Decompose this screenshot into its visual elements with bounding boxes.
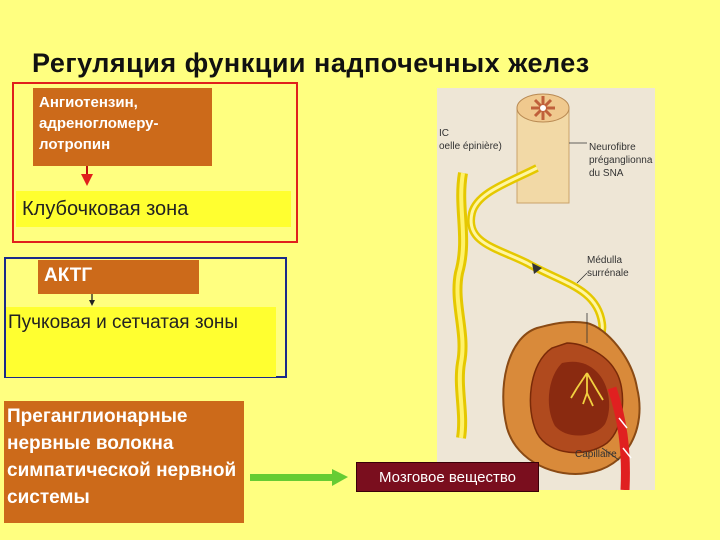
arrow-fibers-to-medulla [250, 469, 348, 486]
page-title: Регуляция функции надпочечных желез [32, 48, 590, 78]
acth-box: АКТГ [38, 260, 199, 294]
arrow-acth-to-fasciculata [89, 294, 95, 306]
arrow-angiotensin-to-glomerular [81, 166, 93, 186]
adrenal-gland [502, 320, 641, 475]
label-medulla-2: surrénale [587, 268, 629, 279]
angiotensin-box: Ангиотензин, адреногломеру-лотропин [33, 88, 212, 166]
capillary [607, 386, 630, 491]
glomerular-frame [12, 82, 298, 243]
label-capillary: Capillaire [575, 449, 617, 460]
fasciculata-zone-box: Пучковая и сетчатая зоны [6, 307, 276, 377]
adrenal-illustration: IC oelle épinière) Neurofibre préganglio… [437, 88, 655, 491]
label-medulla-1: Médulla [587, 255, 622, 266]
spinal-cord-section [516, 93, 570, 204]
medulla-box: Мозговое вещество [356, 462, 539, 492]
fasciculata-frame [4, 257, 287, 378]
label-nerve-2: préganglionna [589, 155, 653, 166]
label-nerve-3: du SNA [589, 168, 624, 179]
label-spinal-cord-2: oelle épinière) [439, 141, 502, 152]
glomerular-zone-box: Клубочковая зона [16, 191, 291, 227]
preganglionic-fibers-box: Преганглионарные нервные волокна симпати… [4, 401, 244, 523]
label-spinal-cord-1: IC [439, 128, 449, 139]
label-nerve-1: Neurofibre [589, 142, 636, 153]
